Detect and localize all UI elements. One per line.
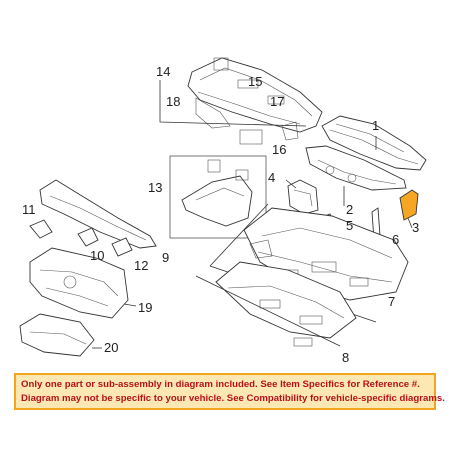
callout-13: 13: [148, 180, 162, 195]
upper-insulator: [29, 179, 157, 249]
callout-15: 15: [248, 74, 262, 89]
callout-2: 2: [346, 202, 353, 217]
reinforcement-bracket-highlighted: [399, 189, 419, 221]
small-insulators: [77, 227, 133, 257]
parts-diagram: 14 15 18 17 16 1 13 4 2 3 5 6 11 9 10 12…: [19, 57, 427, 365]
callout-5: 5: [346, 218, 353, 233]
callout-12: 12: [134, 258, 148, 273]
inset-box: [169, 155, 267, 239]
callout-20: 20: [104, 340, 118, 355]
notice-line-2: Diagram may not be specific to your vehi…: [21, 393, 445, 404]
notice-banner: Only one part or sub-assembly in diagram…: [14, 373, 445, 410]
callout-14: 14: [156, 64, 170, 79]
callout-1: 1: [372, 118, 379, 133]
callout-19: 19: [138, 300, 152, 315]
callout-17: 17: [270, 94, 284, 109]
callout-10: 10: [90, 248, 104, 263]
callout-3: 3: [412, 220, 419, 235]
cowl-panel-lower: [305, 145, 407, 191]
notice-line-1: Only one part or sub-assembly in diagram…: [21, 379, 420, 390]
cowl-panel: [321, 115, 427, 171]
dash-insulator: [29, 247, 129, 319]
callout-7: 7: [388, 294, 395, 309]
callout-9: 9: [162, 250, 169, 265]
cowl-top-panel-assembly: [187, 57, 323, 145]
callout-4: 4: [268, 170, 275, 185]
callout-6: 6: [392, 232, 399, 247]
callout-8: 8: [342, 350, 349, 365]
callout-11: 11: [22, 202, 36, 217]
lower-insulator: [19, 313, 95, 357]
seal-bracket: [287, 179, 319, 215]
callout-18: 18: [166, 94, 180, 109]
lower-dash-panel: [215, 261, 357, 347]
callout-16: 16: [272, 142, 286, 157]
